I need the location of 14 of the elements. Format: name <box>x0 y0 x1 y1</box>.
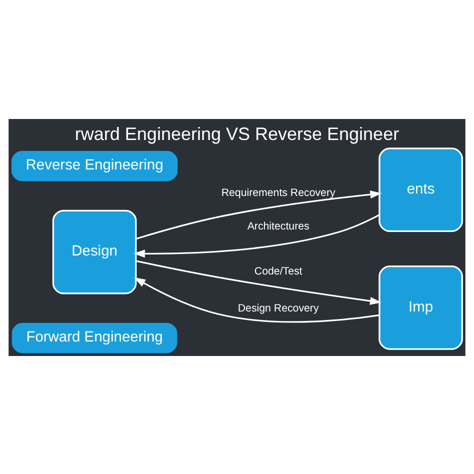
edge-label: Code/Test <box>254 264 302 277</box>
arrow <box>136 260 382 304</box>
diagram-title: rward Engineering VS Reverse Engineer <box>74 123 400 144</box>
node-box: Forward Engineering <box>12 322 178 353</box>
node-box: Reverse Engineering <box>11 150 178 181</box>
edge-label: Design Recovery <box>238 302 319 314</box>
arrow <box>133 214 380 258</box>
arrow <box>136 190 382 240</box>
node-box: Imp <box>378 265 463 350</box>
edge-label: Architectures <box>247 220 310 232</box>
node-box: ents <box>378 147 463 232</box>
arrow <box>134 276 380 322</box>
edge-label: Requirements Recovery <box>221 186 336 198</box>
node-box: Design <box>52 209 137 294</box>
